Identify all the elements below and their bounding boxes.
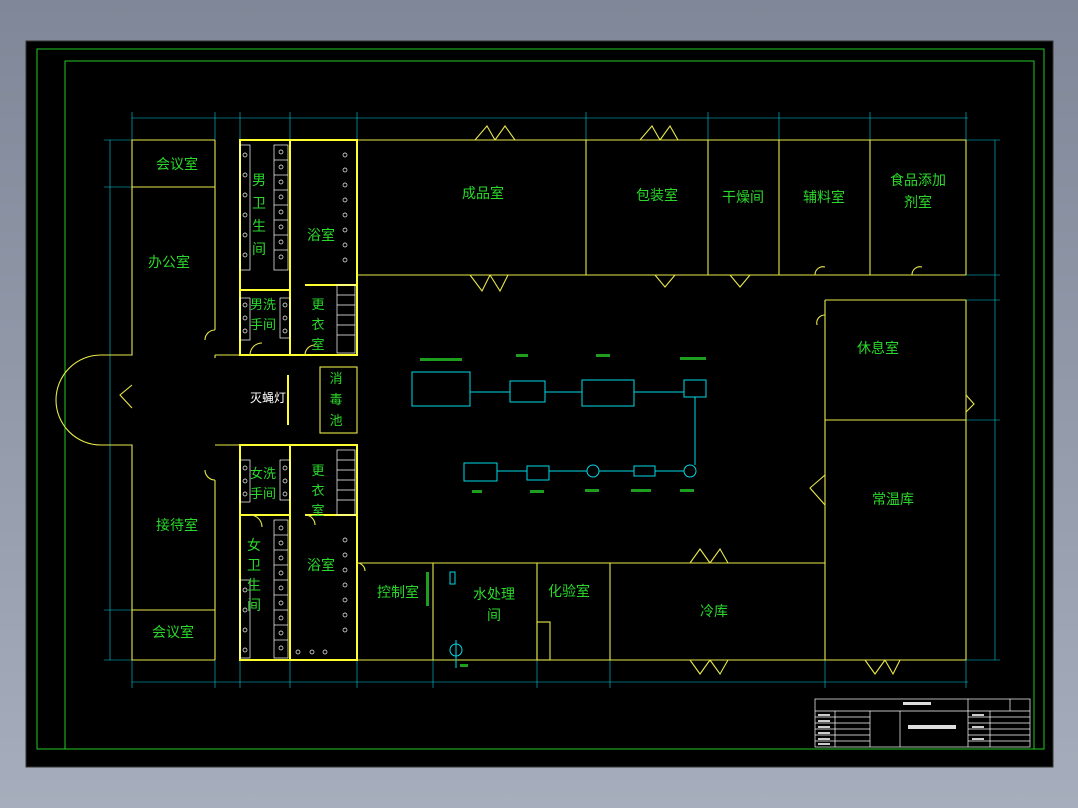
room-label-finished-goods: 成品室 (462, 185, 504, 202)
restroom-fixtures (239, 144, 356, 659)
well-icon (449, 643, 463, 657)
room-label-control: 控制室 (377, 584, 419, 601)
equipment-tank (411, 371, 471, 407)
room-label-meeting-bottom: 会议室 (152, 624, 194, 641)
uv-lamp-label: 灭蝇灯 (250, 391, 286, 405)
room-label-disinfect-pool: 消毒池 (329, 372, 342, 429)
room-label-auxiliary: 辅料室 (803, 189, 845, 206)
room-label-mens-toilet: 男卫生间 (252, 173, 266, 258)
process-equipment (411, 371, 707, 668)
doors (119, 124, 975, 676)
room-label-womens-toilet: 女卫生间 (247, 537, 261, 614)
equipment-unit (526, 465, 550, 481)
room-label-drying: 干燥间 (722, 190, 764, 206)
room-label-packaging: 包装室 (636, 187, 678, 204)
room-label-mens-change: 更衣室 (311, 298, 324, 353)
room-label-mens-bath: 浴室 (307, 227, 335, 244)
room-label-reception: 接待室 (156, 517, 198, 534)
drawing-sheet (25, 40, 1054, 768)
room-labels: 会议室 办公室 接待室 会议室 男卫生间 浴室 男洗手间 更衣室 灭蝇灯 消毒池… (148, 156, 946, 641)
room-label-cold-store: 冷库 (700, 604, 728, 620)
equipment-unit (581, 379, 635, 407)
room-label-womens-wash: 女洗手间 (250, 466, 276, 502)
room-label-water-treatment: 水处理间 (473, 587, 515, 624)
equipment-unit (463, 462, 498, 482)
room-label-meeting-top: 会议室 (156, 156, 198, 173)
room-label-womens-bath: 浴室 (307, 557, 335, 574)
room-label-ambient-store: 常温库 (872, 492, 914, 508)
walls (55, 139, 967, 661)
room-label-office: 办公室 (148, 254, 190, 271)
inner-frame (64, 60, 1035, 750)
room-label-womens-change: 更衣室 (311, 464, 324, 519)
dimension-lines (104, 112, 1000, 688)
room-label-mens-wash: 男洗手间 (250, 298, 276, 333)
room-label-lounge: 休息室 (857, 340, 899, 357)
room-label-lab: 化验室 (548, 583, 590, 600)
equipment-tags (420, 354, 706, 667)
title-block (814, 698, 1031, 748)
room-label-additive: 食品添加剂室 (890, 172, 946, 211)
